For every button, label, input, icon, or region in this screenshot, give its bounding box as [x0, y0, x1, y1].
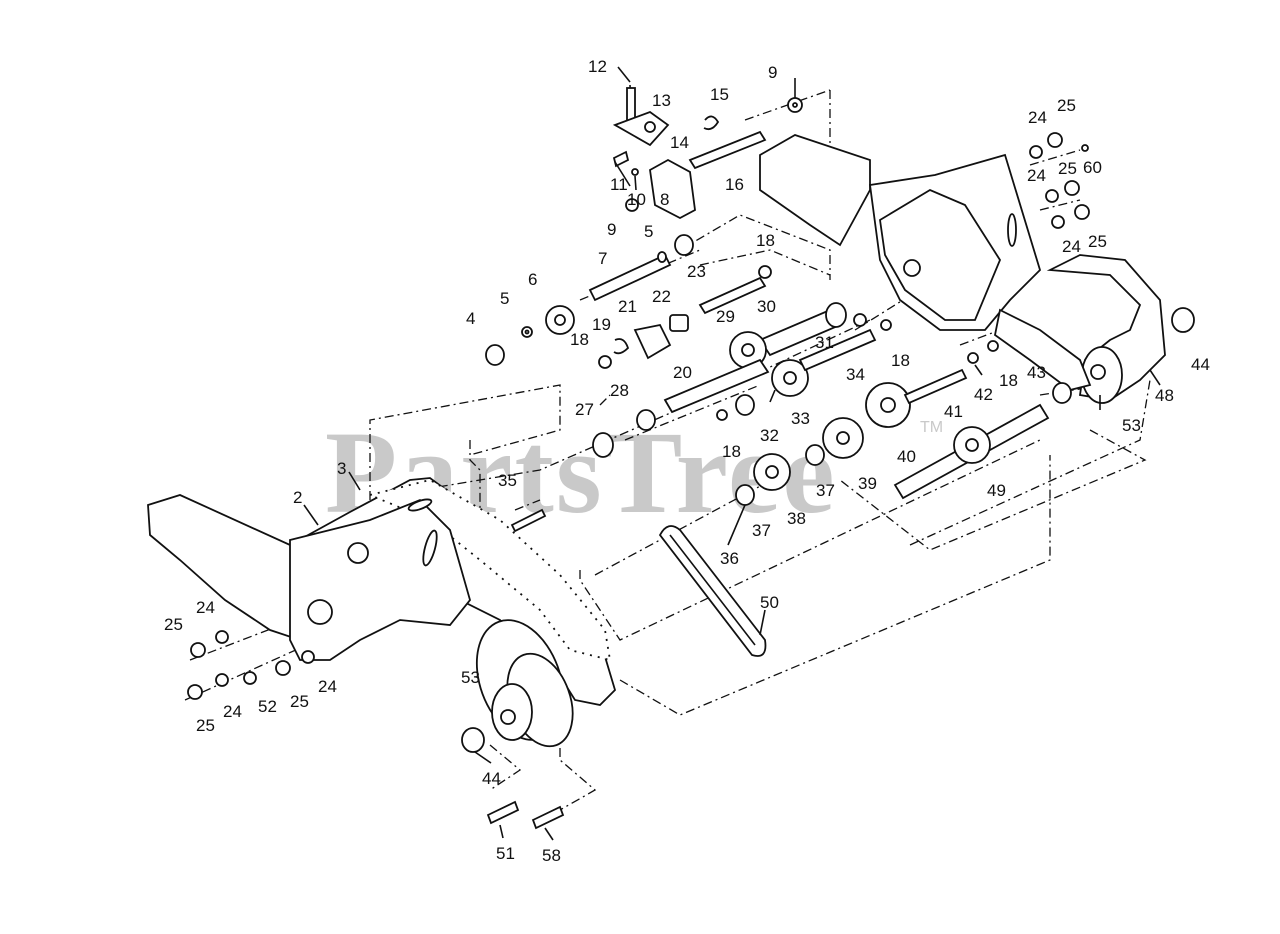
callout-2: 2	[293, 488, 302, 507]
callout-18-top: 18	[756, 231, 775, 250]
callout-53-left: 53	[461, 668, 480, 687]
callout-14: 14	[670, 133, 689, 152]
callout-36: 36	[720, 549, 739, 568]
callout-40: 40	[897, 447, 916, 466]
callout-16: 16	[725, 175, 744, 194]
callout-34: 34	[846, 365, 865, 384]
callout-49: 49	[987, 481, 1006, 500]
callout-21: 21	[618, 297, 637, 316]
right-frame-assembly	[759, 134, 1166, 404]
callout-7: 7	[598, 249, 607, 268]
callout-8: 8	[660, 190, 669, 209]
callout-42: 42	[974, 385, 993, 404]
callout-10: 10	[627, 190, 646, 209]
callout-28: 28	[610, 381, 629, 400]
callout-48: 48	[1155, 386, 1174, 405]
belt-50	[658, 525, 767, 657]
callout-24-l3: 24	[223, 702, 242, 721]
callout-39: 39	[858, 474, 877, 493]
callout-9-left: 9	[607, 220, 616, 239]
callout-41: 41	[944, 402, 963, 421]
callout-4: 4	[466, 309, 475, 328]
callout-18-left: 18	[570, 330, 589, 349]
callout-labels: 12 13 15 9 14 16 11 10 8 9 5 7 18 23 6 5…	[164, 57, 1210, 865]
callout-58: 58	[542, 846, 561, 865]
callout-25-l1: 25	[164, 615, 183, 634]
callout-18-mid: 18	[891, 351, 910, 370]
callout-43: 43	[1027, 363, 1046, 382]
callout-25-r2: 25	[1058, 159, 1077, 178]
callout-37-right: 37	[816, 481, 835, 500]
callout-22: 22	[652, 287, 671, 306]
callout-27: 27	[575, 400, 594, 419]
callout-38: 38	[787, 509, 806, 528]
callout-25-r3: 25	[1088, 232, 1107, 251]
callout-24-r1: 24	[1028, 108, 1047, 127]
callout-9-top: 9	[768, 63, 777, 82]
callout-24-r3: 24	[1062, 237, 1081, 256]
callout-51: 51	[496, 844, 515, 863]
callout-18-right: 18	[999, 371, 1018, 390]
callout-32: 32	[760, 426, 779, 445]
callout-50: 50	[760, 593, 779, 612]
callout-31: 31	[815, 333, 834, 352]
callout-44-right: 44	[1191, 355, 1210, 374]
leader-lines	[303, 66, 1161, 841]
callout-29: 29	[716, 307, 735, 326]
callout-5-left: 5	[500, 289, 509, 308]
callout-25-l2: 25	[290, 692, 309, 711]
callout-44-left: 44	[482, 769, 501, 788]
callout-15: 15	[710, 85, 729, 104]
callout-35: 35	[498, 471, 517, 490]
watermark-trademark: TM	[920, 419, 943, 436]
callout-24-r2: 24	[1027, 166, 1046, 185]
callout-24-l2: 24	[318, 677, 337, 696]
callout-23: 23	[687, 262, 706, 281]
callout-30: 30	[757, 297, 776, 316]
callout-33: 33	[791, 409, 810, 428]
shafts-and-hardware	[187, 84, 1195, 830]
callout-13: 13	[652, 91, 671, 110]
callout-24-l1: 24	[196, 598, 215, 617]
callout-19: 19	[592, 315, 611, 334]
callout-3: 3	[337, 459, 346, 478]
callout-52: 52	[258, 697, 277, 716]
assembly-lines	[184, 89, 1151, 811]
callout-37-left: 37	[752, 521, 771, 540]
callout-60: 60	[1083, 158, 1102, 177]
callout-53-right: 53	[1122, 416, 1141, 435]
callout-5-top: 5	[644, 222, 653, 241]
callout-6: 6	[528, 270, 537, 289]
callout-25-r1: 25	[1057, 96, 1076, 115]
callout-18-low: 18	[722, 442, 741, 461]
callout-11: 11	[610, 175, 628, 194]
callout-20: 20	[673, 363, 692, 382]
callout-12: 12	[588, 57, 607, 76]
callout-25-l3: 25	[196, 716, 215, 735]
